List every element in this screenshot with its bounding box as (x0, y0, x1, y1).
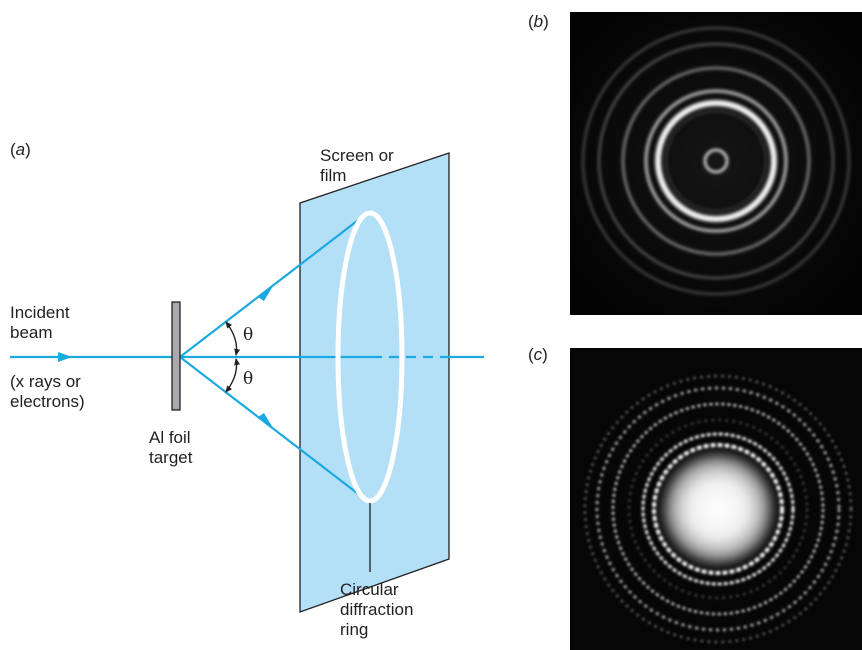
ring-label: Circular diffraction ring (340, 580, 414, 639)
diffraction-ring (335, 210, 405, 504)
diffracted-beam-upper (179, 210, 371, 358)
panel-letter-c: c (533, 345, 543, 364)
panel-label-paren: ( (528, 12, 534, 31)
al-foil-target (171, 301, 181, 411)
ring-3 (621, 66, 811, 256)
screen-label: Screen or film (320, 146, 394, 185)
panel-label-b: (b) (528, 12, 549, 32)
panel-label-a: (a) (10, 140, 31, 160)
arrowhead-icon (258, 286, 273, 301)
bright-ring-2 (641, 432, 795, 586)
bright-ring-1 (652, 443, 784, 575)
spotty-ring-4 (595, 386, 841, 632)
double-headed-arc-arrow-icon (225, 358, 241, 393)
spotty-ring-2 (628, 419, 808, 599)
panel-label-paren: ( (10, 140, 16, 159)
xray-diffraction-photo (570, 12, 862, 315)
panel-label-paren: ) (25, 140, 31, 159)
panel-letter-b: b (533, 12, 544, 31)
screen-film (299, 152, 450, 613)
panel-label-paren: ( (528, 345, 534, 364)
electron-diffraction-photo (570, 348, 862, 650)
faint-ring-mid (598, 43, 834, 279)
double-headed-arc-arrow-icon (225, 321, 241, 356)
panel-label-paren: ) (543, 12, 549, 31)
faint-ring-outer (582, 27, 850, 295)
arrowhead-icon (258, 413, 273, 428)
spotty-ring-outer (584, 375, 852, 643)
theta-upper-label: θ (243, 325, 254, 345)
central-glow (664, 455, 772, 563)
ring-2 (644, 89, 788, 233)
inner-ring-faint (665, 110, 767, 212)
diffracted-beam-lower (179, 356, 371, 504)
panel-letter-a: a (15, 140, 26, 159)
incident-beam-label: Incident beam (10, 303, 70, 342)
beam-type-label: (x rays or electrons) (10, 372, 85, 411)
spotty-ring-3 (611, 402, 825, 616)
central-spot (703, 148, 729, 174)
diffraction-setup-diagram (10, 152, 484, 613)
ring-1 (655, 100, 777, 222)
theta-lower-label: θ (243, 369, 254, 389)
panel-label-c: (c) (528, 345, 548, 365)
arrowhead-icon (58, 352, 72, 362)
foil-label: Al foil target (149, 428, 193, 467)
panel-label-paren: ) (542, 345, 548, 364)
